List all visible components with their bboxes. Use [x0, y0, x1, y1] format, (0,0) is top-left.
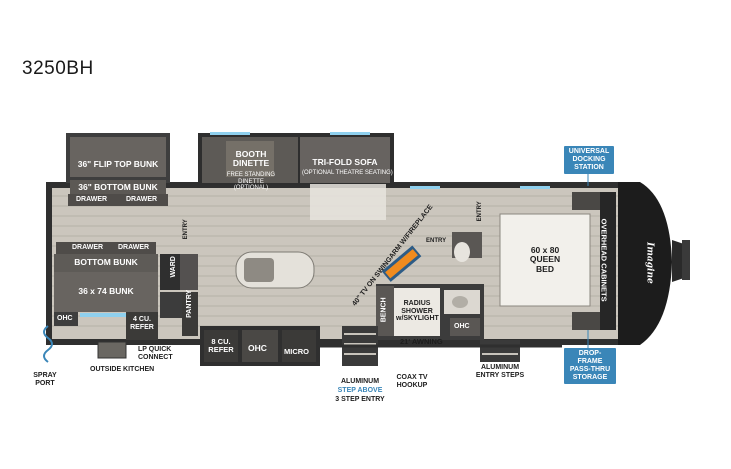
- awning-label: 21' AWNING: [400, 337, 443, 346]
- ohc-label-2: OHC: [454, 323, 470, 330]
- drawer-label-3: DRAWER: [72, 244, 104, 251]
- tri-fold-sofa-label: TRI-FOLD SOFA: [312, 157, 378, 167]
- front-cap: [618, 182, 672, 345]
- free-standing-dinette-label: FREE STANDING DINETTE (OPTIONAL): [226, 172, 276, 192]
- bench-label: BENCH: [380, 297, 388, 323]
- booth-dinette-label: BOOTH DINETTE: [232, 149, 270, 169]
- ohc-label-1: OHC: [57, 315, 73, 322]
- aluminum-label: ALUMINUM: [340, 378, 380, 385]
- micro-label: MICRO: [284, 347, 309, 356]
- pantry-label: PANTRY: [186, 289, 194, 318]
- theatre-seating-label: (OPTIONAL THEATRE SEATING): [302, 170, 393, 176]
- three-step-entry-label: 3 STEP ENTRY: [335, 396, 385, 403]
- refer-4cu-label: 4 CU. REFER: [130, 316, 154, 331]
- flip-top-bunk-label: 36" FLIP TOP BUNK: [77, 159, 159, 169]
- radius-shower-label: RADIUS SHOWER w/SKYLIGHT: [396, 300, 439, 323]
- queen-bed-label: 60 x 80 QUEEN BED: [529, 245, 561, 274]
- ohc-label-3: OHC: [248, 343, 267, 353]
- coax-tv-hookup-label: COAX TV HOOKUP: [396, 374, 428, 389]
- drawer-label-1: DRAWER: [76, 196, 108, 203]
- refer-8cu-label: 8 CU. REFER: [208, 337, 234, 355]
- entry-label-3: ENTRY: [426, 238, 447, 244]
- bottom-bunk-label: BOTTOM BUNK: [74, 257, 138, 267]
- ward-label: WARD: [169, 256, 177, 278]
- bunk-36x74-label: 36 x 74 BUNK: [78, 286, 134, 296]
- outside-kitchen-label: OUTSIDE KITCHEN: [90, 366, 155, 373]
- entry-label-1: ENTRY: [182, 219, 189, 240]
- overhead-cabinets-label: OVERHEAD CABINETS: [599, 218, 609, 302]
- model-name: 3250BH: [22, 58, 94, 79]
- drop-frame-storage-callout: DROP-FRAME PASS-THRU STORAGE: [564, 348, 616, 385]
- step-above-label: STEP ABOVE: [337, 387, 383, 394]
- lp-quick-connect-label: LP QUICK CONNECT: [138, 346, 173, 361]
- tv-swingarm: [381, 245, 422, 282]
- drawer-label-4: DRAWER: [118, 244, 150, 251]
- brand-logo: Imagine: [644, 242, 655, 284]
- universal-docking-station-callout: UNIVERSAL DOCKING STATION: [564, 146, 614, 175]
- drawer-label-2: DRAWER: [126, 196, 158, 203]
- entry-label-2: ENTRY: [476, 201, 483, 222]
- aluminum-entry-steps-label: ALUMINUM ENTRY STEPS: [475, 364, 525, 379]
- spray-port-label: SPRAY PORT: [33, 372, 57, 387]
- bottom-bunk-36-label: 36" BOTTOM BUNK: [78, 182, 158, 192]
- tongue-jack: [682, 240, 690, 280]
